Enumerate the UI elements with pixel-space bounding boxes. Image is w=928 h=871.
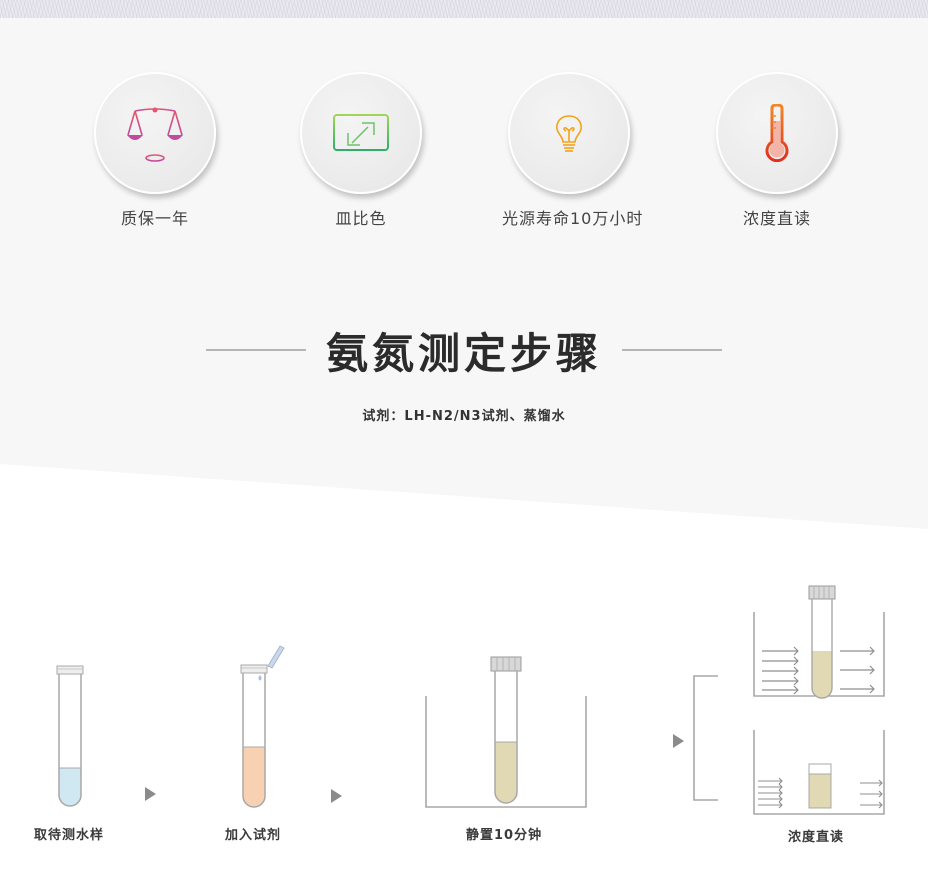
feature-label: 光源寿命10万小时 [502,209,644,228]
step-label-wait: 静置10分钟 [466,828,543,843]
step-arrow-icon [673,734,684,748]
feature-icon-circle [508,72,630,194]
branch-bracket [693,675,718,801]
title-divider-right [622,349,722,351]
test-tube-reagent-illustration [240,645,285,808]
step-arrow-icon [145,787,156,801]
reagent-subtitle: 试剂：LH-N2/N3试剂、蒸馏水 [362,409,566,424]
beaker-standing-illustration [425,656,587,808]
test-tube-sample-illustration [56,665,84,807]
title-divider-left [205,349,306,351]
section-heading: 氨氮测定步骤 [0,320,928,380]
step-label-direct-reading: 浓度直读 [788,830,845,845]
feature-label: 浓度直读 [742,209,811,228]
lightbulb-icon [556,115,582,152]
step-arrow-icon [331,789,342,803]
feature-label: 质保一年 [120,209,189,228]
feature-label: 皿比色 [335,209,387,228]
beaker-cuvette-reading-illustration [753,730,885,815]
step-label-add-reagent: 加入试剂 [225,828,282,843]
feature-warranty: 质保一年 [93,72,217,229]
feature-light-source: 光源寿命10万小时 [502,72,644,229]
expand-screen-icon [333,114,389,151]
thermometer-icon [765,104,789,162]
feature-icon-circle [94,72,216,194]
page-title: 氨氮测定步骤 [325,328,602,378]
feature-cuvette: 皿比色 [299,72,423,229]
feature-icon-circle [300,72,422,194]
feature-direct-reading: 浓度直读 [715,72,839,229]
step-label-sample: 取待测水样 [34,828,105,843]
feature-icon-circle [716,72,838,194]
scale-icon [127,105,183,162]
beaker-tube-reading-illustration [753,585,885,699]
decorative-header-strip [0,0,928,18]
